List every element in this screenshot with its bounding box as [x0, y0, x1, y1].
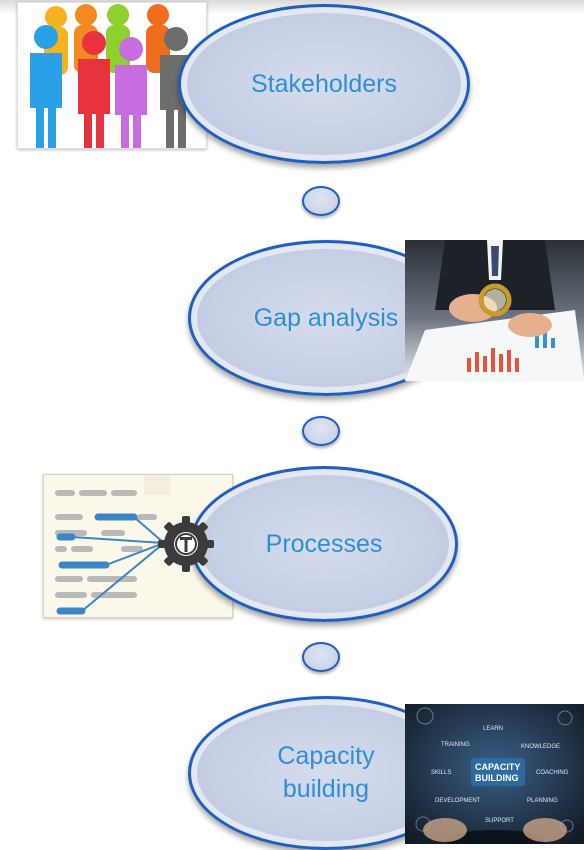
svg-text:CAPACITY: CAPACITY [475, 762, 520, 772]
svg-text:KNOWLEDGE: KNOWLEDGE [521, 744, 560, 750]
step-label-processes: Processes [265, 529, 383, 558]
gear-t-icon [158, 516, 214, 572]
step-node-stakeholders: Stakeholders [178, 4, 470, 164]
connector-dot [302, 642, 340, 672]
svg-text:PLANNING: PLANNING [527, 798, 558, 804]
processes-document-icon [43, 474, 233, 618]
svg-text:LEARN: LEARN [483, 726, 503, 732]
svg-text:TRAINING: TRAINING [441, 742, 470, 748]
step-node-processes: Processes [190, 466, 458, 622]
gap-analysis-magnifier-photo [405, 240, 584, 381]
svg-text:SUPPORT: SUPPORT [485, 818, 514, 824]
svg-text:BUILDING: BUILDING [475, 773, 519, 783]
step-label-gap-analysis: Gap analysis [253, 303, 399, 332]
svg-text:COACHING: COACHING [536, 770, 569, 776]
capacity-building-photo: LEARN TRAINING KNOWLEDGE SKILLS COACHING… [405, 704, 584, 844]
svg-text:DEVELOPMENT: DEVELOPMENT [435, 798, 481, 804]
connector-dot [302, 416, 340, 446]
step-label-stakeholders: Stakeholders [251, 69, 397, 98]
connector-dot [302, 186, 340, 216]
svg-text:SKILLS: SKILLS [431, 770, 451, 776]
step-label-capacity-building: Capacity building [277, 742, 375, 803]
